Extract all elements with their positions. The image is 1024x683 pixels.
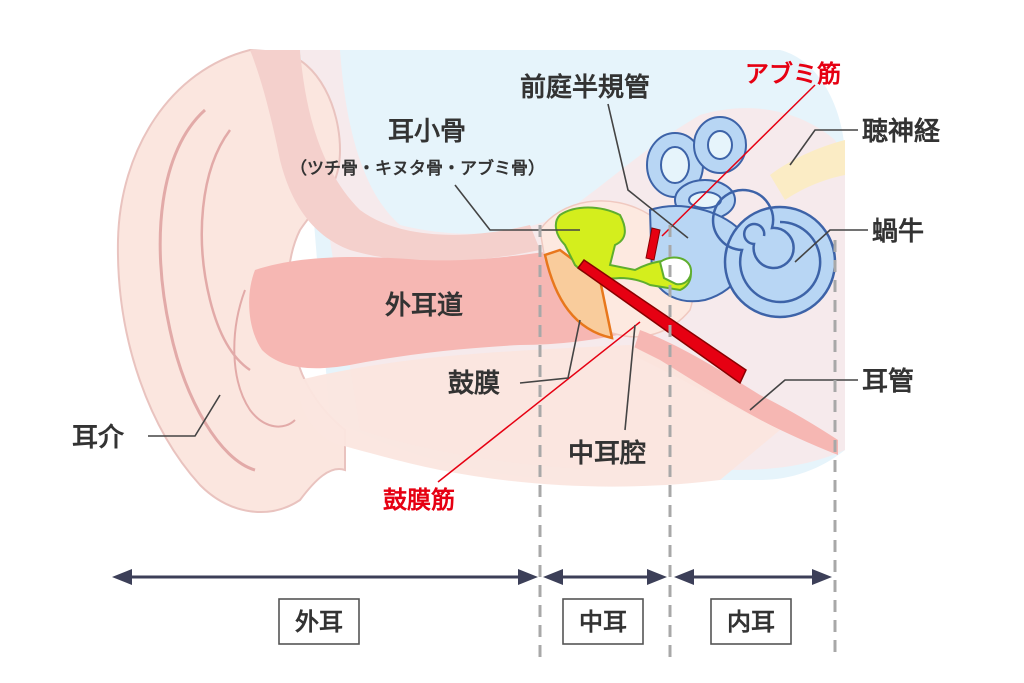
stapedius-muscle [645,227,661,261]
outer-ear-box [278,598,360,645]
inner-ear-arrow [674,569,832,585]
auricle-leader [148,394,221,437]
cochlea-shape [711,188,837,319]
inner-ear-label: 内耳 [727,608,775,636]
semicircular-canals-label: 前庭半規管 [520,72,650,103]
auricle-inner-fold [233,289,296,428]
middle-ear-cavity-label: 中耳腔 [568,439,646,469]
head-skin-upper [250,50,540,262]
ear-canal-label: 外耳道 [385,290,463,321]
ear-canal-shape [249,250,640,369]
middle-ear-arrow [543,569,667,585]
auditory-nerve-leader [789,129,858,166]
eardrum-leader [519,319,581,384]
middle-ear-box [562,598,644,645]
stapedius-leader [661,84,816,237]
semicircular-canals-leader [607,103,689,239]
eustachian-tube-label: 耳管 [862,367,914,397]
ossicles-leader [454,184,580,231]
middle-ear-cavity-leader [624,324,636,431]
auditory-nerve-shape [770,140,845,200]
inner-ear-box [710,598,792,645]
middle-ear-label: 中耳 [579,608,627,636]
ossicle-stapes [658,256,692,286]
ossicles-label: 耳小骨 [388,117,466,147]
eardrum-shape [543,248,614,340]
tensor-tympani-label: 鼓膜筋 [383,486,455,514]
auditory-nerve-label: 聴神経 [862,116,941,147]
eustachian-tube-shape [632,330,838,455]
auricle-label: 耳介 [72,423,125,453]
tensor-tympani-leader [437,321,641,483]
outer-ear-label: 外耳 [295,608,343,636]
stapedius-label: アブミ筋 [745,60,841,88]
outer-ear-arrow [112,569,538,585]
eardrum-label: 鼓膜 [448,369,500,399]
auricle-helix-fold [158,108,256,472]
cochlea-label: 蝸牛 [872,217,924,247]
cochlea-leader [794,229,868,263]
tensor-tympani-muscle [576,258,747,385]
ossicles-detail-label: （ツチ骨・キヌタ骨・アブミ骨） [290,158,545,179]
